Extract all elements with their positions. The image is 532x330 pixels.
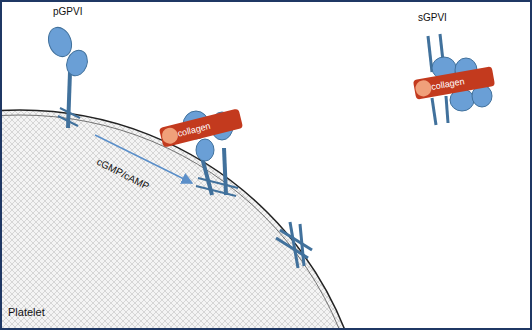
receptor-label: pGPVI [53, 6, 82, 17]
collagen-end [414, 79, 433, 98]
cell-label: Platelet [8, 306, 45, 318]
collagen-label: collagen [430, 76, 465, 92]
collagen-label: collagen [177, 121, 212, 139]
receptor-label: sGPVI [418, 12, 447, 23]
